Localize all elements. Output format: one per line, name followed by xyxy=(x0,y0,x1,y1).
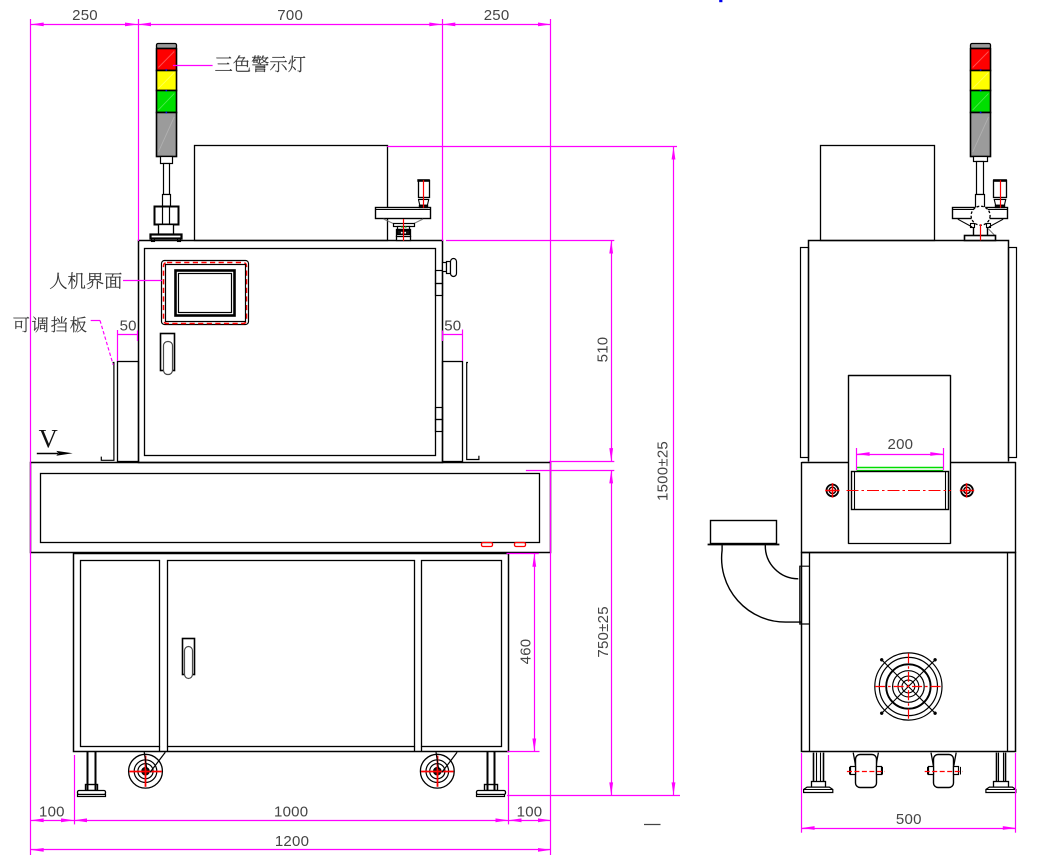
svg-text:750±25: 750±25 xyxy=(595,606,612,657)
svg-text:50: 50 xyxy=(120,318,137,335)
svg-text:1000: 1000 xyxy=(274,803,308,820)
svg-text:V: V xyxy=(39,423,58,453)
svg-text:510: 510 xyxy=(594,337,611,363)
svg-text:1200: 1200 xyxy=(275,833,309,850)
svg-text:700: 700 xyxy=(277,7,303,24)
svg-text:250: 250 xyxy=(484,7,510,24)
svg-text:500: 500 xyxy=(896,811,922,828)
svg-text:460: 460 xyxy=(518,639,535,665)
svg-text:1500±25: 1500±25 xyxy=(654,441,671,501)
svg-text:250: 250 xyxy=(72,7,98,24)
svg-text:50: 50 xyxy=(444,317,461,334)
svg-text:100: 100 xyxy=(517,803,543,820)
svg-text:100: 100 xyxy=(39,803,65,820)
svg-text:200: 200 xyxy=(888,436,914,453)
